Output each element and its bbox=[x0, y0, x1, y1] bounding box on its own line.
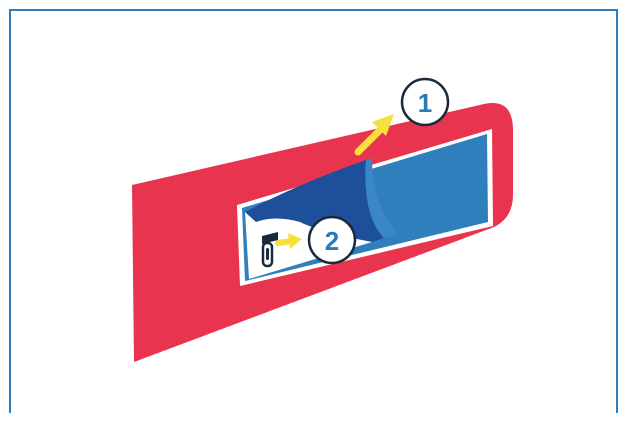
peel-arrow-icon bbox=[354, 114, 394, 156]
step-1-number: 1 bbox=[418, 88, 432, 118]
frame-border bbox=[9, 9, 618, 413]
slide-arrow-icon bbox=[275, 233, 302, 249]
zipper-pull-icon bbox=[261, 232, 278, 268]
step-2-number: 2 bbox=[325, 226, 339, 256]
flap-fold bbox=[365, 158, 398, 238]
peeled-flap bbox=[245, 160, 384, 242]
step-1-marker: 1 bbox=[400, 77, 450, 127]
step-2-marker: 2 bbox=[307, 215, 357, 265]
